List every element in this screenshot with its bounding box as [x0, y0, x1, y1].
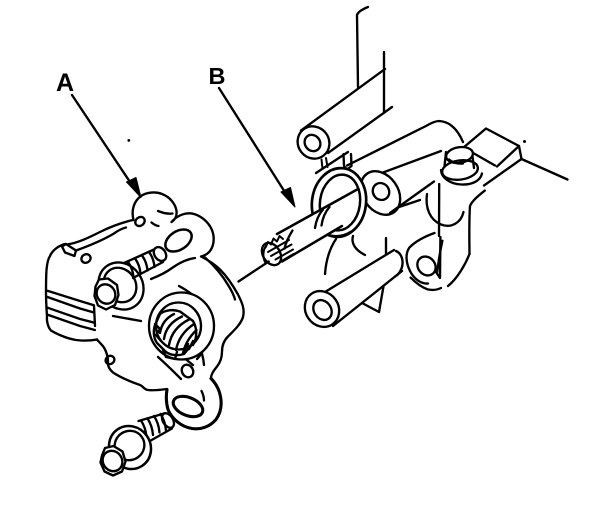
- svg-text:A: A: [56, 69, 74, 97]
- svg-text:B: B: [209, 63, 226, 89]
